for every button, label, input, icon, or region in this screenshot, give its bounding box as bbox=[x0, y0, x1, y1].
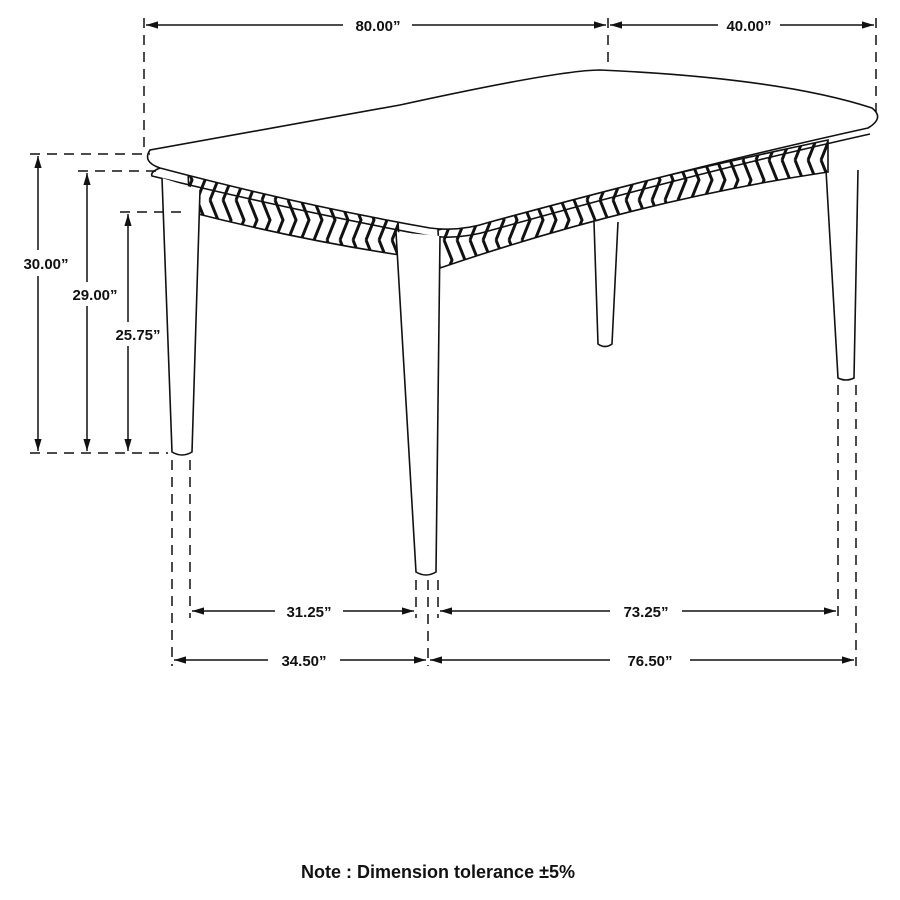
dim-height-apron-label: 25.75” bbox=[115, 327, 160, 344]
dim-height-top-label: 29.00” bbox=[72, 287, 117, 304]
tabletop bbox=[146, 69, 879, 230]
dim-inner-width-label: 31.25” bbox=[286, 604, 331, 621]
dim-length-label: 80.00” bbox=[355, 18, 400, 35]
back-middle-leg bbox=[593, 221, 619, 348]
dim-outer-length-label: 76.50” bbox=[627, 653, 672, 670]
dim-width-label: 40.00” bbox=[726, 18, 771, 35]
dim-height-total-label: 30.00” bbox=[23, 256, 68, 273]
dim-outer-width-label: 34.50” bbox=[281, 653, 326, 670]
dimension-lines bbox=[34, 21, 874, 664]
front-left-leg bbox=[161, 177, 201, 456]
table-illustration bbox=[146, 69, 879, 576]
extension-lines bbox=[30, 18, 877, 666]
front-center-leg bbox=[395, 231, 441, 576]
dim-inner-length-label: 73.25” bbox=[623, 604, 668, 621]
back-right-leg bbox=[825, 169, 859, 381]
tolerance-note: Note : Dimension tolerance ±5% bbox=[301, 862, 575, 882]
